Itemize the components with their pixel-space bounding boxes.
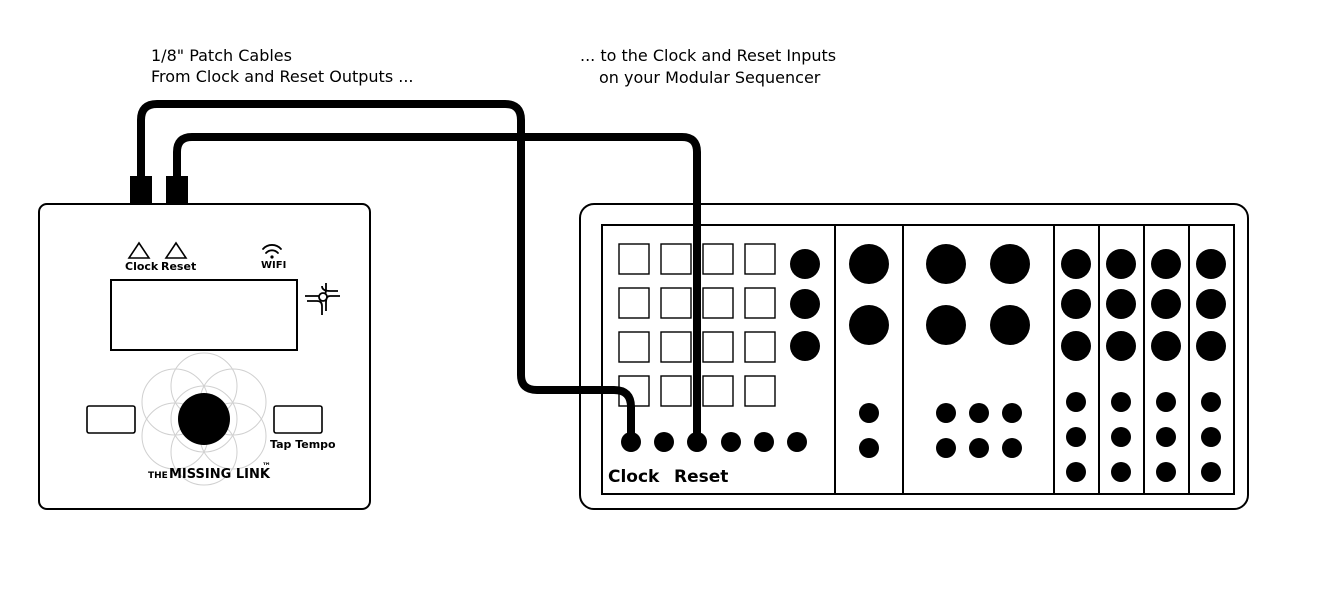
jack[interactable] — [1066, 427, 1086, 447]
reset-input-label: Reset — [674, 467, 728, 487]
module-knob[interactable] — [1151, 289, 1181, 319]
module-knob[interactable] — [1061, 249, 1091, 279]
module-knob[interactable] — [1196, 289, 1226, 319]
jack[interactable] — [1066, 392, 1086, 412]
brand-name: MISSING LINK — [169, 467, 271, 482]
step-pad[interactable] — [618, 243, 650, 275]
module-knob[interactable] — [1196, 249, 1226, 279]
caption-left-line1: 1/8" Patch Cables — [151, 46, 292, 65]
jack[interactable] — [1066, 462, 1086, 482]
step-pad-grid — [618, 243, 776, 407]
narrow-module-controls — [1061, 249, 1226, 482]
reset-patch-cable — [173, 133, 701, 442]
module-knob[interactable] — [990, 305, 1030, 345]
brand-trademark: ™ — [262, 462, 271, 472]
jack[interactable] — [1002, 438, 1022, 458]
module-knob[interactable] — [1106, 249, 1136, 279]
module-knob[interactable] — [990, 244, 1030, 284]
step-pad[interactable] — [660, 375, 692, 407]
wifi-label: WIFI — [261, 260, 286, 271]
jack[interactable] — [1156, 392, 1176, 412]
main-encoder-knob[interactable] — [178, 393, 230, 445]
module-knob[interactable] — [926, 244, 966, 284]
step-pad[interactable] — [702, 287, 734, 319]
step-pad[interactable] — [660, 243, 692, 275]
module-knob[interactable] — [1106, 331, 1136, 361]
caption-left-line2: From Clock and Reset Outputs ... — [151, 67, 414, 86]
tap-tempo-button[interactable] — [273, 405, 323, 434]
jack[interactable] — [1111, 462, 1131, 482]
jack[interactable] — [1156, 427, 1176, 447]
jack[interactable] — [1201, 462, 1221, 482]
jack[interactable] — [1111, 392, 1131, 412]
jack[interactable] — [859, 403, 879, 423]
warning-triangle-icon — [127, 241, 151, 259]
jack[interactable] — [1201, 392, 1221, 412]
display-screen — [110, 279, 298, 351]
device-body — [38, 203, 371, 510]
jack[interactable] — [721, 432, 741, 452]
step-pad[interactable] — [744, 375, 776, 407]
clock-patch-cable — [137, 100, 635, 442]
jack[interactable] — [1156, 462, 1176, 482]
wifi-icon — [262, 244, 282, 259]
module-knob[interactable] — [1061, 331, 1091, 361]
jack[interactable] — [859, 438, 879, 458]
clock-output-label: Clock — [125, 260, 159, 273]
jack[interactable] — [654, 432, 674, 452]
sequencer-knob[interactable] — [790, 289, 820, 319]
step-pad[interactable] — [744, 287, 776, 319]
logo-icon — [305, 283, 340, 315]
jack[interactable] — [787, 432, 807, 452]
module-knob[interactable] — [849, 305, 889, 345]
clock-output-plug — [130, 176, 152, 204]
step-pad[interactable] — [702, 331, 734, 363]
module-knob[interactable] — [1151, 331, 1181, 361]
patch-cables — [137, 100, 701, 442]
step-pad[interactable] — [744, 243, 776, 275]
jack[interactable] — [969, 403, 989, 423]
warning-triangle-icon — [164, 241, 188, 259]
reset-output-plug — [166, 176, 188, 204]
step-pad[interactable] — [618, 287, 650, 319]
module-7 — [1188, 224, 1235, 495]
brand-prefix: THE — [148, 471, 168, 481]
clock-input-label: Clock — [608, 467, 660, 487]
module-knob[interactable] — [1106, 289, 1136, 319]
jack[interactable] — [754, 432, 774, 452]
tap-tempo-label: Tap Tempo — [270, 438, 336, 451]
module-knob[interactable] — [1196, 331, 1226, 361]
jack[interactable] — [1111, 427, 1131, 447]
step-pad[interactable] — [744, 331, 776, 363]
sequencer-knob[interactable] — [790, 249, 820, 279]
module-knob[interactable] — [1061, 289, 1091, 319]
modular-sequencer: Clock Reset — [579, 203, 1249, 510]
step-pad[interactable] — [660, 287, 692, 319]
module-knob[interactable] — [926, 305, 966, 345]
sequencer-knob[interactable] — [790, 331, 820, 361]
step-pad[interactable] — [702, 243, 734, 275]
caption-right-line1: ... to the Clock and Reset Inputs — [580, 46, 836, 65]
jack[interactable] — [969, 438, 989, 458]
left-button[interactable] — [86, 405, 136, 434]
module-knob[interactable] — [1151, 249, 1181, 279]
jack[interactable] — [1201, 427, 1221, 447]
jack[interactable] — [936, 438, 956, 458]
step-pad[interactable] — [660, 331, 692, 363]
missing-link-device: Clock Reset WIFI — [38, 176, 371, 510]
step-pad[interactable] — [618, 331, 650, 363]
jack[interactable] — [1002, 403, 1022, 423]
module-knob[interactable] — [849, 244, 889, 284]
step-pad[interactable] — [702, 375, 734, 407]
reset-output-label: Reset — [161, 260, 196, 273]
jack[interactable] — [936, 403, 956, 423]
caption-right-line2: on your Modular Sequencer — [599, 68, 821, 87]
